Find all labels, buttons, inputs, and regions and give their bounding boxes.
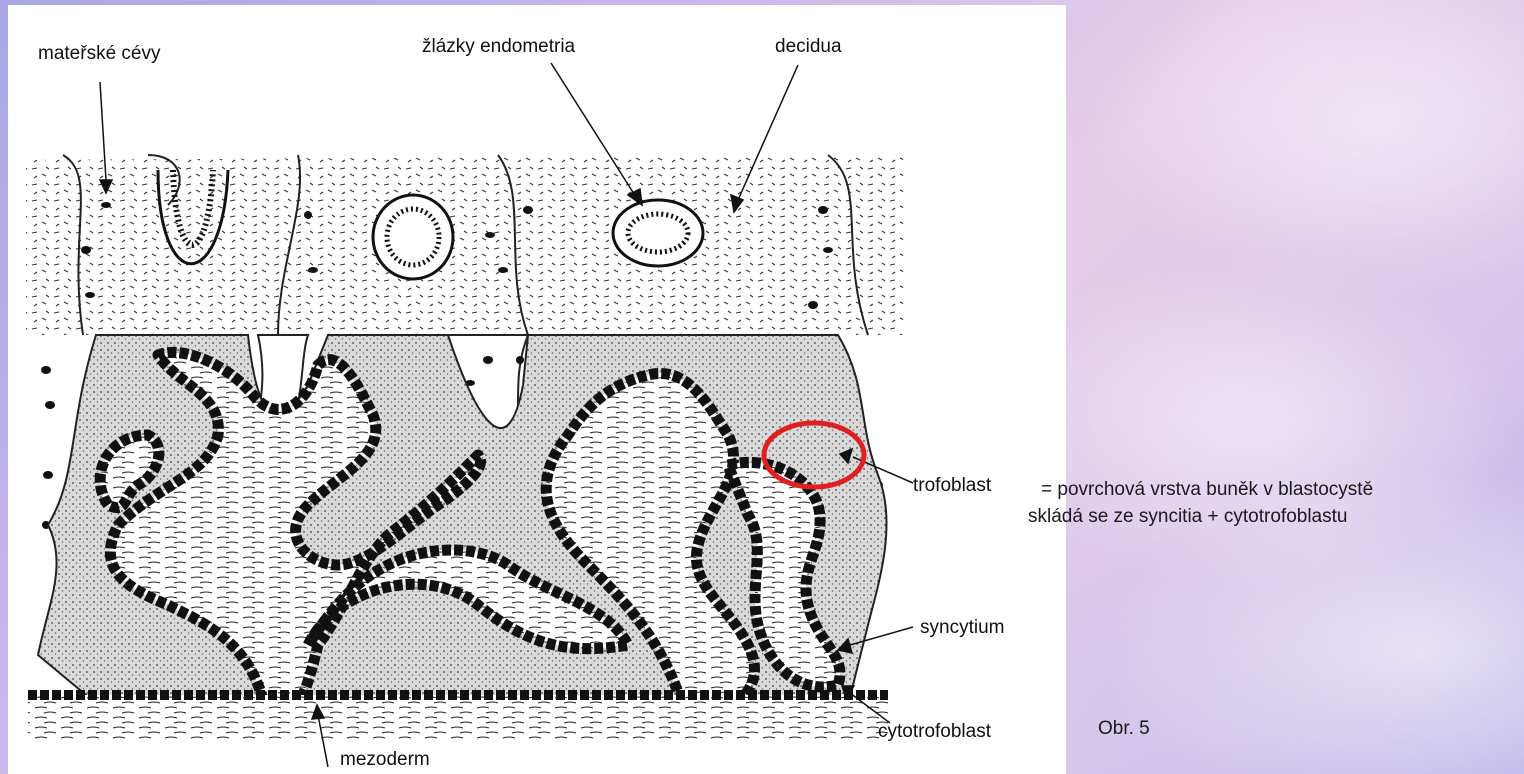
label-decidua: decidua bbox=[775, 36, 842, 58]
diagram-drawing bbox=[8, 5, 1066, 774]
description-line-2: skládá se ze syncitia + cytotrofoblastu bbox=[1028, 506, 1347, 528]
mezoderm-layer bbox=[28, 695, 888, 740]
label-trofoblast: trofoblast bbox=[913, 475, 991, 497]
label-syncytium: syncytium bbox=[920, 617, 1004, 639]
label-mezoderm: mezoderm bbox=[340, 749, 430, 771]
figure-caption: Obr. 5 bbox=[1098, 718, 1150, 740]
label-materske-cevy: mateřské cévy bbox=[38, 43, 160, 65]
placenta-diagram: mateřské cévy žlázky endometria decidua … bbox=[8, 5, 1066, 774]
description-line-1: = povrchová vrstva buněk v blastocystě bbox=[1041, 479, 1373, 501]
label-zlazky-endometria: žlázky endometria bbox=[422, 36, 575, 58]
label-cytotrofoblast: cytotrofoblast bbox=[878, 721, 991, 743]
